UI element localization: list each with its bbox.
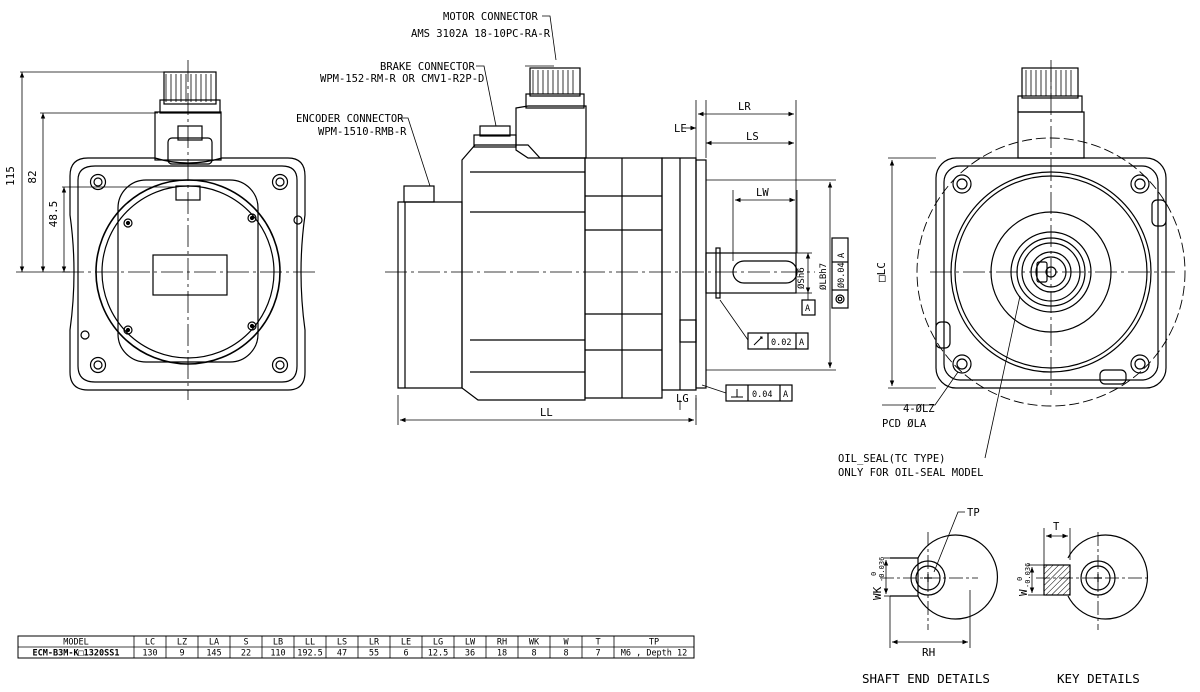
table-value-cell: 12.5 — [428, 649, 448, 659]
dim-ls: LS — [746, 131, 759, 143]
table-header-cell: TP — [649, 638, 659, 648]
table-value-cell: 9 — [179, 649, 184, 659]
table-value-cell: ECM-B3M-K□1320SS1 — [33, 649, 120, 659]
callout-leaders — [400, 15, 557, 187]
table-header-cell: WK — [529, 638, 540, 648]
rear-view — [16, 60, 318, 400]
front-view — [882, 60, 1186, 459]
callout-oil-seal-line1: OIL_SEAL(TC TYPE) — [838, 453, 945, 465]
dim-w-tolerance-lower: -0.036 — [1024, 563, 1032, 588]
table-value-cell: 145 — [206, 649, 221, 659]
table-header-cell: LL — [305, 638, 315, 648]
dim-tp: TP — [967, 507, 980, 519]
dim-la: PCD ØLA — [882, 418, 927, 430]
dim-82: 82 — [26, 170, 39, 183]
dim-lw: LW — [756, 187, 769, 199]
table-value-cell: 36 — [465, 649, 475, 659]
table-header-cell: LS — [337, 638, 347, 648]
dim-rh: RH — [922, 646, 935, 659]
gdt-perp-datum: A — [783, 390, 788, 400]
table-header-cell: RH — [497, 638, 507, 648]
dim-le: LE — [674, 123, 687, 135]
dim-s: ØSh6 — [796, 267, 807, 289]
table-value-cell: 55 — [369, 649, 379, 659]
dim-lc: □LC — [875, 262, 888, 282]
callout-brake-connector-line2: WPM-152-RM-R OR CMV1-R2P-D — [320, 73, 484, 85]
shaft-end-detail — [880, 511, 999, 648]
table-header-cell: S — [243, 638, 248, 648]
dim-115: 115 — [4, 166, 17, 186]
table-header-cell: LR — [369, 638, 380, 648]
table-value-cell: 22 — [241, 649, 251, 659]
table-value-cell: 7 — [595, 649, 600, 659]
table-header-cell: T — [595, 638, 600, 648]
dim-wk-tolerance-upper: 0 — [870, 572, 878, 576]
dim-wk: WK — [871, 586, 884, 600]
dim-ll: LL — [540, 407, 553, 419]
callout-motor-connector-line1: MOTOR CONNECTOR — [443, 11, 539, 23]
table-value-cell: 18 — [497, 649, 507, 659]
table-header-cell: LB — [273, 638, 283, 648]
callout-motor-connector-line2: AMS 3102A 18-10PC-RA-R — [411, 28, 551, 40]
caption-shaft-end-details: SHAFT END DETAILS — [862, 671, 990, 686]
side-view — [385, 67, 849, 425]
caption-key-details: KEY DETAILS — [1057, 671, 1140, 686]
table-value-cell: 110 — [270, 649, 285, 659]
datum-a: A — [805, 304, 810, 314]
table-header-cell: MODEL — [63, 638, 89, 648]
gdt-runout-datum: A — [799, 338, 804, 348]
table-value-cell: 192.5 — [297, 649, 323, 659]
callout-oil-seal-line2: ONLY FOR OIL-SEAL MODEL — [838, 467, 983, 479]
table-value-cell: 47 — [337, 649, 347, 659]
table-value-cell: 8 — [563, 649, 568, 659]
dim-lb: ØLBh7 — [818, 263, 829, 290]
dim-lz: 4-ØLZ — [903, 403, 935, 415]
table-header-cell: LA — [209, 638, 219, 648]
gdt-perp-value: 0.04 — [752, 390, 772, 400]
table-value-cell: 130 — [142, 649, 157, 659]
dim-w: W — [1017, 589, 1030, 596]
dim-t: T — [1053, 521, 1060, 533]
callout-encoder-connector-line2: WPM-1510-RMB-R — [318, 126, 407, 138]
dim-w-tolerance-upper: 0 — [1016, 577, 1024, 581]
gdt-runout-value: 0.02 — [771, 338, 791, 348]
table-value-cell: M6 , Depth 12 — [621, 649, 688, 659]
gdt-conc-datum: A — [837, 253, 847, 258]
dim-lr: LR — [738, 101, 751, 113]
dim-lg: LG — [676, 393, 689, 405]
table-header-cell: W — [563, 638, 569, 648]
table-header-cell: LW — [465, 638, 476, 648]
key-detail — [1028, 528, 1149, 630]
callout-encoder-connector-line1: ENCODER CONNECTOR — [296, 113, 404, 125]
table-value-cell: 6 — [403, 649, 408, 659]
table-header-cell: LZ — [177, 638, 187, 648]
dim-wk-tolerance-lower: -0.036 — [878, 557, 886, 582]
gdt-conc-value: Ø0.04 — [836, 262, 847, 288]
dim-48-5: 48.5 — [47, 201, 60, 228]
table-value-cell: 8 — [531, 649, 536, 659]
table-header-cell: LG — [433, 638, 443, 648]
table-header-cell: LC — [145, 638, 155, 648]
callout-brake-connector-line1: BRAKE CONNECTOR — [380, 61, 476, 73]
table-header-cell: LE — [401, 638, 411, 648]
